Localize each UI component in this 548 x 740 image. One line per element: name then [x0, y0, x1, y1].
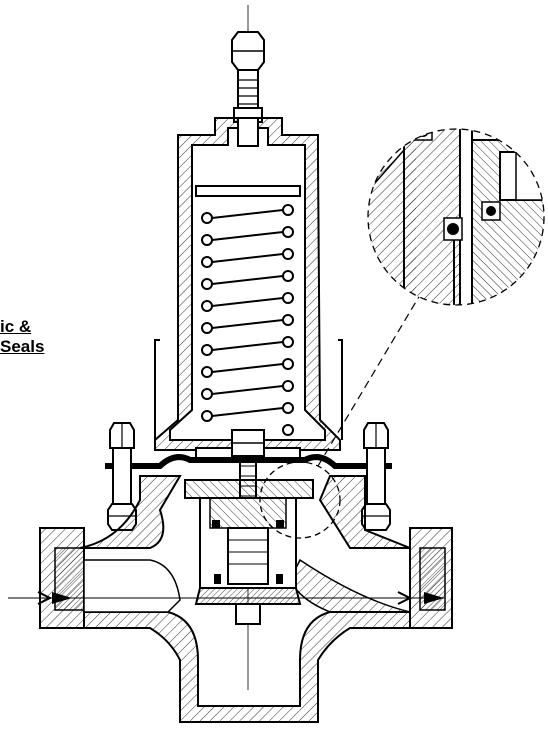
- callout-label-line-1: ic &: [0, 317, 32, 336]
- callout-label-line-2: Seals: [0, 337, 45, 356]
- valve-body: [39, 475, 453, 723]
- outlet-arrow-icon: [424, 592, 444, 604]
- upper-spring-plate: [195, 185, 301, 197]
- detail-marker-circle: [259, 461, 341, 539]
- inlet-arrow-icon: [52, 592, 72, 604]
- bonnet: [154, 117, 343, 451]
- zoomed-detail: [367, 128, 545, 306]
- diaphragm: [105, 454, 392, 469]
- spring: [201, 204, 294, 436]
- detail-leader-line: [317, 294, 421, 467]
- flow-line: [8, 591, 444, 605]
- valve-plug-assembly: [184, 479, 314, 625]
- flange-bolt-right: [361, 422, 391, 531]
- adjusting-nut: [231, 31, 265, 71]
